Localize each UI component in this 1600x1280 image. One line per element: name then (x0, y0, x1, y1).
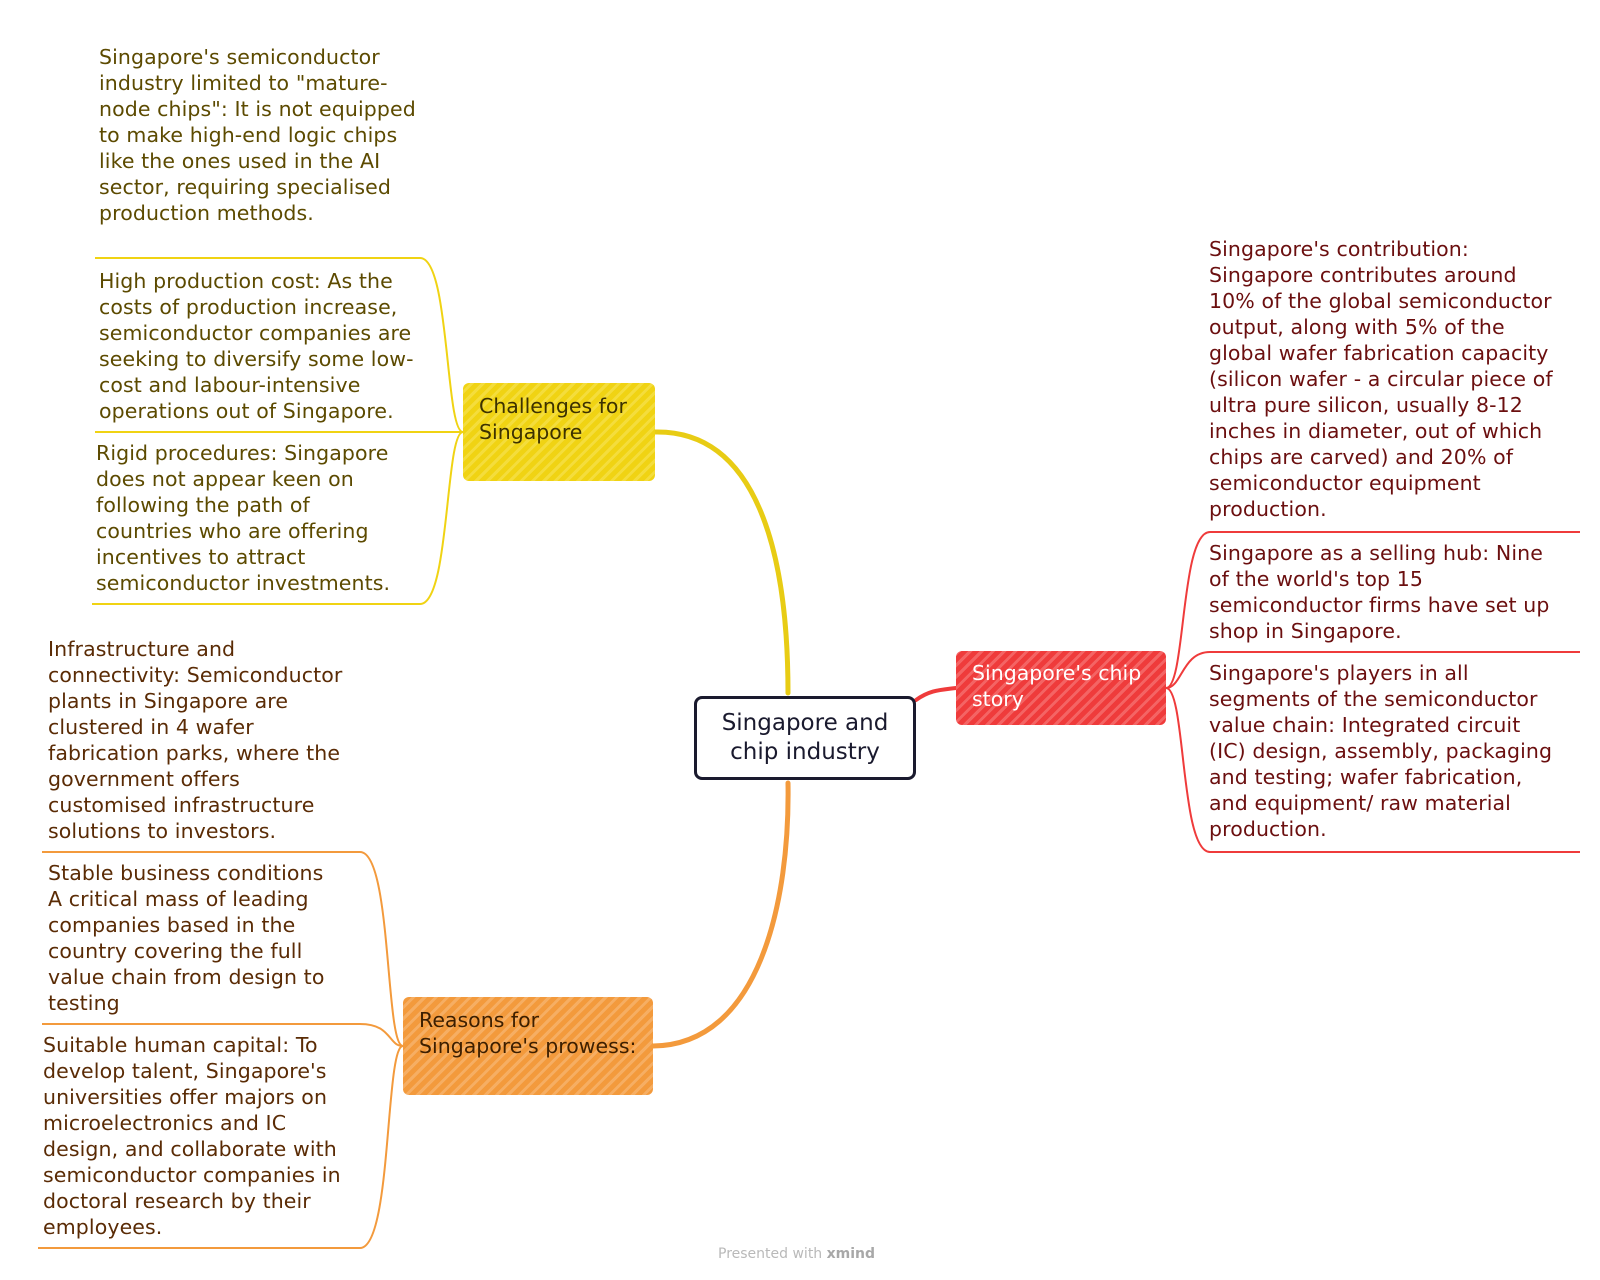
connector-reasons-leaf-2 (42, 1023, 404, 1047)
leaf-reasons-3[interactable]: Suitable human capital: To develop talen… (43, 1033, 341, 1239)
branch-challenges-line-1: Challenges for (479, 394, 627, 418)
connector-central-challenges (652, 429, 791, 696)
leaf-challenges-3[interactable]: Rigid procedures: Singapore does not app… (96, 441, 391, 595)
footer-prefix: Presented with (718, 1246, 823, 1262)
leaf-challenges-1[interactable]: Singapore's semiconductor industry limit… (99, 45, 416, 225)
leaf-challenges-2[interactable]: High production cost: As the costs of pr… (99, 269, 414, 423)
footer-brand: xmind (826, 1246, 876, 1262)
connector-challenges-leaf-1 (95, 257, 464, 433)
leaf-reasons-1[interactable]: Infrastructure and connectivity: Semicon… (48, 637, 343, 843)
leaf-reasons-2[interactable]: Stable business conditions A critical ma… (48, 861, 325, 1015)
leaf-chip-story-1[interactable]: Singapore's contribution: Singapore cont… (1209, 237, 1553, 521)
connector-central-chipstory (914, 686, 958, 702)
connector-central-reasons (650, 780, 791, 1049)
central-topic-label: Singapore and chip industry (722, 709, 889, 767)
branch-chip-story-line-1: Singapore's chip (972, 661, 1142, 685)
central-topic-line-2: chip industry (730, 739, 880, 765)
branch-reasons[interactable]: Reasons for Singapore's prowess: (403, 997, 653, 1095)
connector-challenges-leaf-3 (92, 431, 464, 605)
connector-chipstory-leaf-2 (1165, 651, 1580, 689)
leaf-chip-story-2[interactable]: Singapore as a selling hub: Nine of the … (1209, 541, 1550, 643)
central-topic-line-1: Singapore and (721, 710, 889, 736)
branch-challenges-line-2: Singapore (479, 420, 583, 444)
branch-reasons-line-2: Singapore's prowess: (419, 1034, 637, 1058)
central-topic[interactable]: Singapore and chip industry (694, 696, 916, 780)
connector-reasons-leaf-1 (42, 851, 404, 1047)
leaf-chip-story-3[interactable]: Singapore's players in all segments of t… (1209, 661, 1553, 841)
branch-challenges[interactable]: Challenges for Singapore (463, 383, 655, 481)
branch-chip-story[interactable]: Singapore's chip story (956, 651, 1166, 725)
connector-reasons-leaf-3 (38, 1045, 404, 1249)
footer-credit: Presented with xmind (718, 1246, 875, 1262)
connector-chipstory-leaf-1 (1165, 531, 1580, 689)
connector-chipstory-leaf-3 (1165, 687, 1580, 853)
branch-chip-story-line-2: story (972, 687, 1024, 711)
branch-reasons-line-1: Reasons for (419, 1008, 540, 1032)
